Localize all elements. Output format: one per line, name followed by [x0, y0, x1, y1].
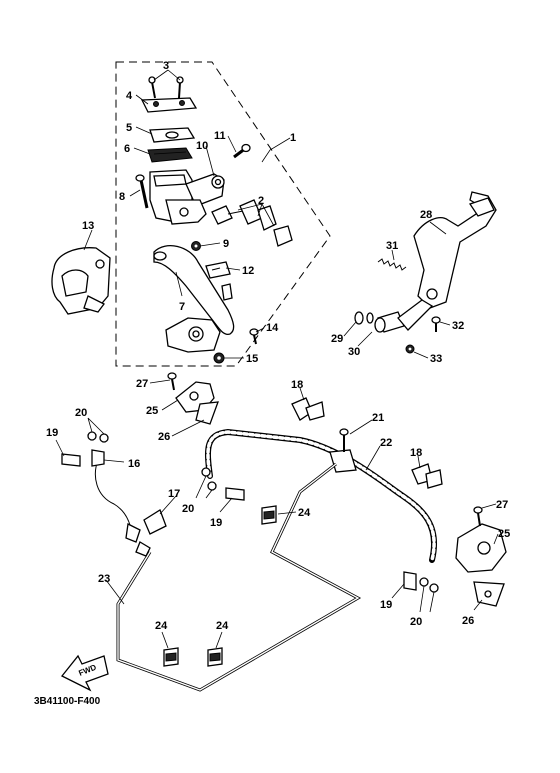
callout-24-b: 24	[155, 620, 168, 632]
bolt-32	[431, 316, 441, 332]
piston-kit	[211, 199, 293, 247]
callout-25-left: 25	[146, 405, 158, 417]
hose-guide-24-b	[163, 647, 179, 667]
callout-27-right: 27	[496, 499, 508, 511]
nut-9	[191, 241, 201, 251]
brake-hose-16	[91, 449, 133, 535]
callout-18-b: 18	[410, 447, 422, 459]
callout-19-mid: 19	[210, 517, 222, 529]
brake-lever	[153, 245, 235, 336]
callout-8: 8	[119, 191, 125, 203]
callout-27-left: 27	[136, 378, 148, 390]
brake-pipe-23	[116, 462, 362, 692]
callout-11: 11	[214, 130, 226, 142]
nut-15	[213, 352, 225, 364]
callout-20-left: 20	[75, 407, 87, 419]
callout-20-right: 20	[410, 616, 422, 628]
washer-29	[354, 311, 374, 325]
callout-2: 2	[258, 195, 264, 207]
mounting-bolt-11	[233, 143, 251, 159]
callout-28: 28	[420, 209, 432, 221]
callout-7: 7	[179, 301, 185, 313]
joint-block-21	[329, 428, 357, 473]
callout-9: 9	[223, 238, 229, 250]
leader-lines	[55, 69, 499, 649]
brake-pedal	[413, 191, 497, 309]
callout-19-right: 19	[380, 599, 392, 611]
callout-17: 17	[168, 488, 180, 500]
callout-21: 21	[372, 412, 384, 424]
hose-clamp-18-b	[411, 463, 443, 489]
holder-13	[51, 247, 111, 315]
callout-4: 4	[126, 90, 133, 102]
callout-19-left: 19	[46, 427, 58, 439]
callout-5: 5	[126, 122, 132, 134]
clamp	[165, 317, 221, 353]
hose-fitting-17	[125, 509, 167, 557]
callout-30: 30	[348, 346, 360, 358]
callout-18-a: 18	[291, 379, 303, 391]
callout-14: 14	[266, 322, 279, 334]
hose-clamp-18-a	[291, 397, 325, 421]
callout-6: 6	[124, 143, 130, 155]
callout-12: 12	[242, 265, 254, 277]
callout-22: 22	[380, 437, 392, 449]
callout-1: 1	[290, 132, 296, 144]
callout-24-a: 24	[298, 507, 311, 519]
return-spring	[377, 258, 407, 271]
callout-32: 32	[452, 320, 464, 332]
hose-guide-24-c	[207, 647, 223, 667]
callout-25-right: 25	[498, 528, 510, 540]
reservoir-cap	[140, 97, 198, 113]
cap-screw	[148, 76, 184, 99]
callout-3: 3	[163, 60, 169, 72]
callout-23: 23	[98, 573, 110, 585]
diaphragm	[147, 147, 193, 163]
union-bolt-19-right	[403, 571, 439, 593]
hose-guide-24-a	[261, 505, 277, 525]
callout-24-c: 24	[216, 620, 229, 632]
callout-33: 33	[430, 353, 442, 365]
callout-26-left: 26	[158, 431, 170, 443]
callout-31: 31	[386, 240, 398, 252]
callout-16: 16	[128, 458, 140, 470]
nut-33	[405, 344, 415, 354]
pivot-shaft	[374, 299, 434, 333]
union-bolt-19-mid	[201, 467, 245, 501]
bolt-27-right	[473, 506, 483, 527]
callout-10: 10	[196, 140, 208, 152]
master-cylinder-body	[149, 169, 225, 225]
caliper-bracket-left	[175, 381, 219, 425]
diagram-code: 3B41100-F400	[34, 696, 101, 707]
callout-29: 29	[331, 333, 343, 345]
callout-13: 13	[82, 220, 94, 232]
screw-14	[249, 328, 259, 345]
brake-switch	[205, 261, 233, 301]
callout-labels: 3 4 5 6 8 10 11 1 2 9 12 7 14 15 13 31 2…	[46, 60, 510, 632]
callout-26-right: 26	[462, 615, 474, 627]
bolt-27-left	[167, 372, 177, 391]
callout-15: 15	[246, 353, 258, 365]
forward-arrow-icon: FWD	[60, 654, 109, 692]
brake-hose-22	[205, 428, 438, 563]
assembly-boundary	[115, 61, 331, 367]
callout-20-mid: 20	[182, 503, 194, 515]
banjo-bolt-8	[135, 174, 149, 209]
